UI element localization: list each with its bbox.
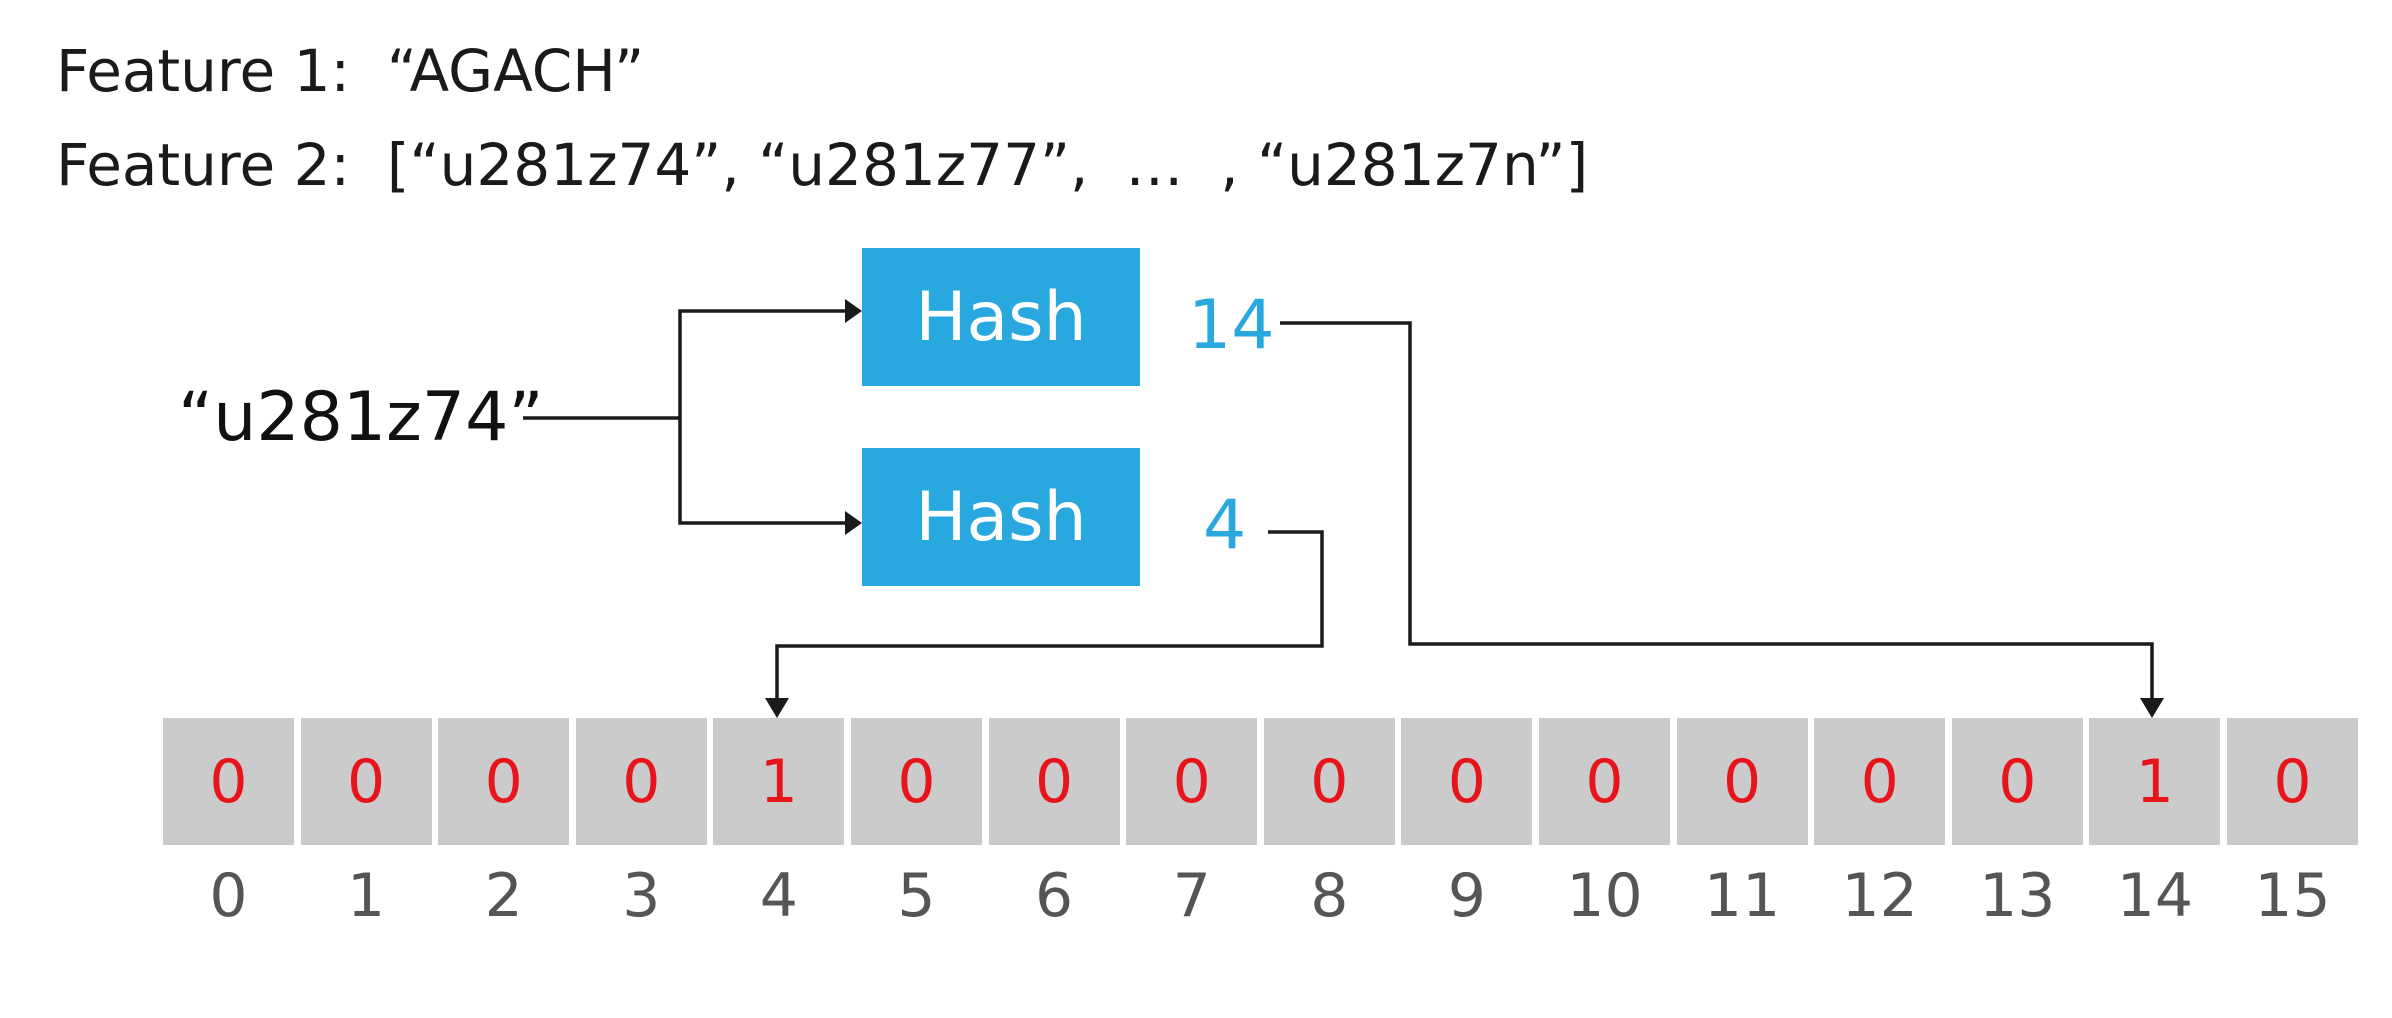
hash-function-2: Hash bbox=[862, 448, 1140, 586]
feature-1-label: Feature 1: “AGACH” bbox=[56, 37, 645, 105]
bit-cell: 1 bbox=[713, 718, 845, 845]
bit-cell: 0 bbox=[851, 718, 982, 845]
bit-index: 2 bbox=[484, 861, 523, 931]
bit-cell: 0 bbox=[438, 718, 570, 845]
bit-cell: 0 bbox=[575, 718, 707, 845]
hash-function-1: Hash bbox=[862, 248, 1140, 386]
bit-cell: 0 bbox=[1951, 718, 2083, 845]
arrow-to-hash-2 bbox=[678, 418, 856, 528]
bit-index: 7 bbox=[1172, 861, 1211, 931]
bit-index: 12 bbox=[1841, 861, 1918, 931]
bit-cell: 0 bbox=[1401, 718, 1533, 845]
bit-cell: 0 bbox=[300, 718, 432, 845]
bit-cell: 1 bbox=[2089, 718, 2221, 845]
arrow-to-cell-14 bbox=[1280, 321, 2157, 713]
bit-cell: 0 bbox=[1676, 718, 1808, 845]
hash-label: Hash bbox=[915, 277, 1087, 357]
bit-index: 3 bbox=[622, 861, 661, 931]
bit-index: 5 bbox=[897, 861, 936, 931]
hash-output-2: 4 bbox=[1203, 486, 1247, 565]
arrow-to-cell-4 bbox=[772, 530, 1324, 713]
bit-cell: 0 bbox=[1539, 718, 1670, 845]
bit-index: 9 bbox=[1447, 861, 1486, 931]
arrow-to-hash-1 bbox=[678, 306, 856, 418]
bit-index: 0 bbox=[209, 861, 248, 931]
bit-cell: 0 bbox=[163, 718, 294, 845]
bit-index: 4 bbox=[759, 861, 798, 931]
bit-cell: 0 bbox=[1126, 718, 1258, 845]
feature-2-label: Feature 2: [“u281z74”, “u281z77”, … , “u… bbox=[56, 131, 1589, 199]
bit-index: 11 bbox=[1703, 861, 1781, 931]
bit-cell: 0 bbox=[988, 718, 1120, 845]
bit-index: 15 bbox=[2254, 861, 2331, 931]
bit-cell: 0 bbox=[2227, 718, 2358, 845]
bit-index: 14 bbox=[2116, 861, 2194, 931]
bit-index: 1 bbox=[347, 861, 386, 931]
bit-index: 13 bbox=[1979, 861, 2056, 931]
hash-label: Hash bbox=[915, 477, 1087, 557]
input-key: “u281z74” bbox=[178, 378, 544, 457]
bit-index: 10 bbox=[1566, 861, 1643, 931]
hash-output-1: 14 bbox=[1188, 286, 1275, 365]
bit-cell: 0 bbox=[1263, 718, 1395, 845]
bit-cell: 0 bbox=[1814, 718, 1946, 845]
bit-index: 8 bbox=[1310, 861, 1349, 931]
bit-index: 6 bbox=[1035, 861, 1074, 931]
